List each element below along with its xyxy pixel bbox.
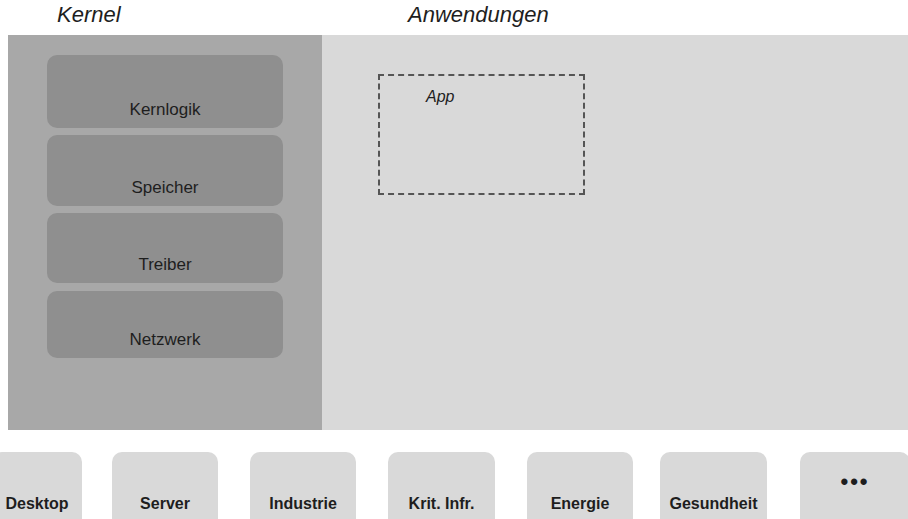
sector-box: Desktop	[0, 452, 82, 519]
sector-box: Server	[112, 452, 218, 519]
node-label: Treiber	[138, 255, 191, 275]
node-label: Server	[140, 494, 190, 513]
kernel-component-box: Treiber	[47, 213, 283, 283]
sector-box: Gesundheit	[660, 452, 767, 519]
node-label: Industrie	[269, 494, 337, 513]
node-label: Desktop	[5, 494, 68, 513]
node-label: Krit. Infr.	[409, 494, 475, 513]
node-label: Speicher	[131, 178, 198, 198]
kernel-component-box: Kernlogik	[47, 55, 283, 128]
region-heading: Anwendungen	[408, 2, 549, 28]
node-label: Netzwerk	[130, 330, 201, 350]
node-label: Kernlogik	[130, 100, 201, 120]
kernel-component-box: Netzwerk	[47, 291, 283, 358]
region-panel: KernelKernlogikSpeicherTreiberNetzwerk	[8, 35, 322, 430]
node-label: App	[426, 88, 454, 106]
node-label: Energie	[551, 494, 610, 513]
sector-box: Energie	[527, 452, 633, 519]
sector-box: Krit. Infr.	[388, 452, 495, 519]
node-label: •••	[840, 469, 869, 495]
region-heading: Kernel	[57, 2, 121, 28]
sector-box: Industrie	[250, 452, 356, 519]
region-panel: AnwendungenApp	[322, 35, 908, 430]
kernel-component-box: Speicher	[47, 135, 283, 206]
node-label: Gesundheit	[669, 494, 757, 513]
sector-box: •••	[800, 452, 908, 519]
app-box: App	[378, 74, 585, 195]
